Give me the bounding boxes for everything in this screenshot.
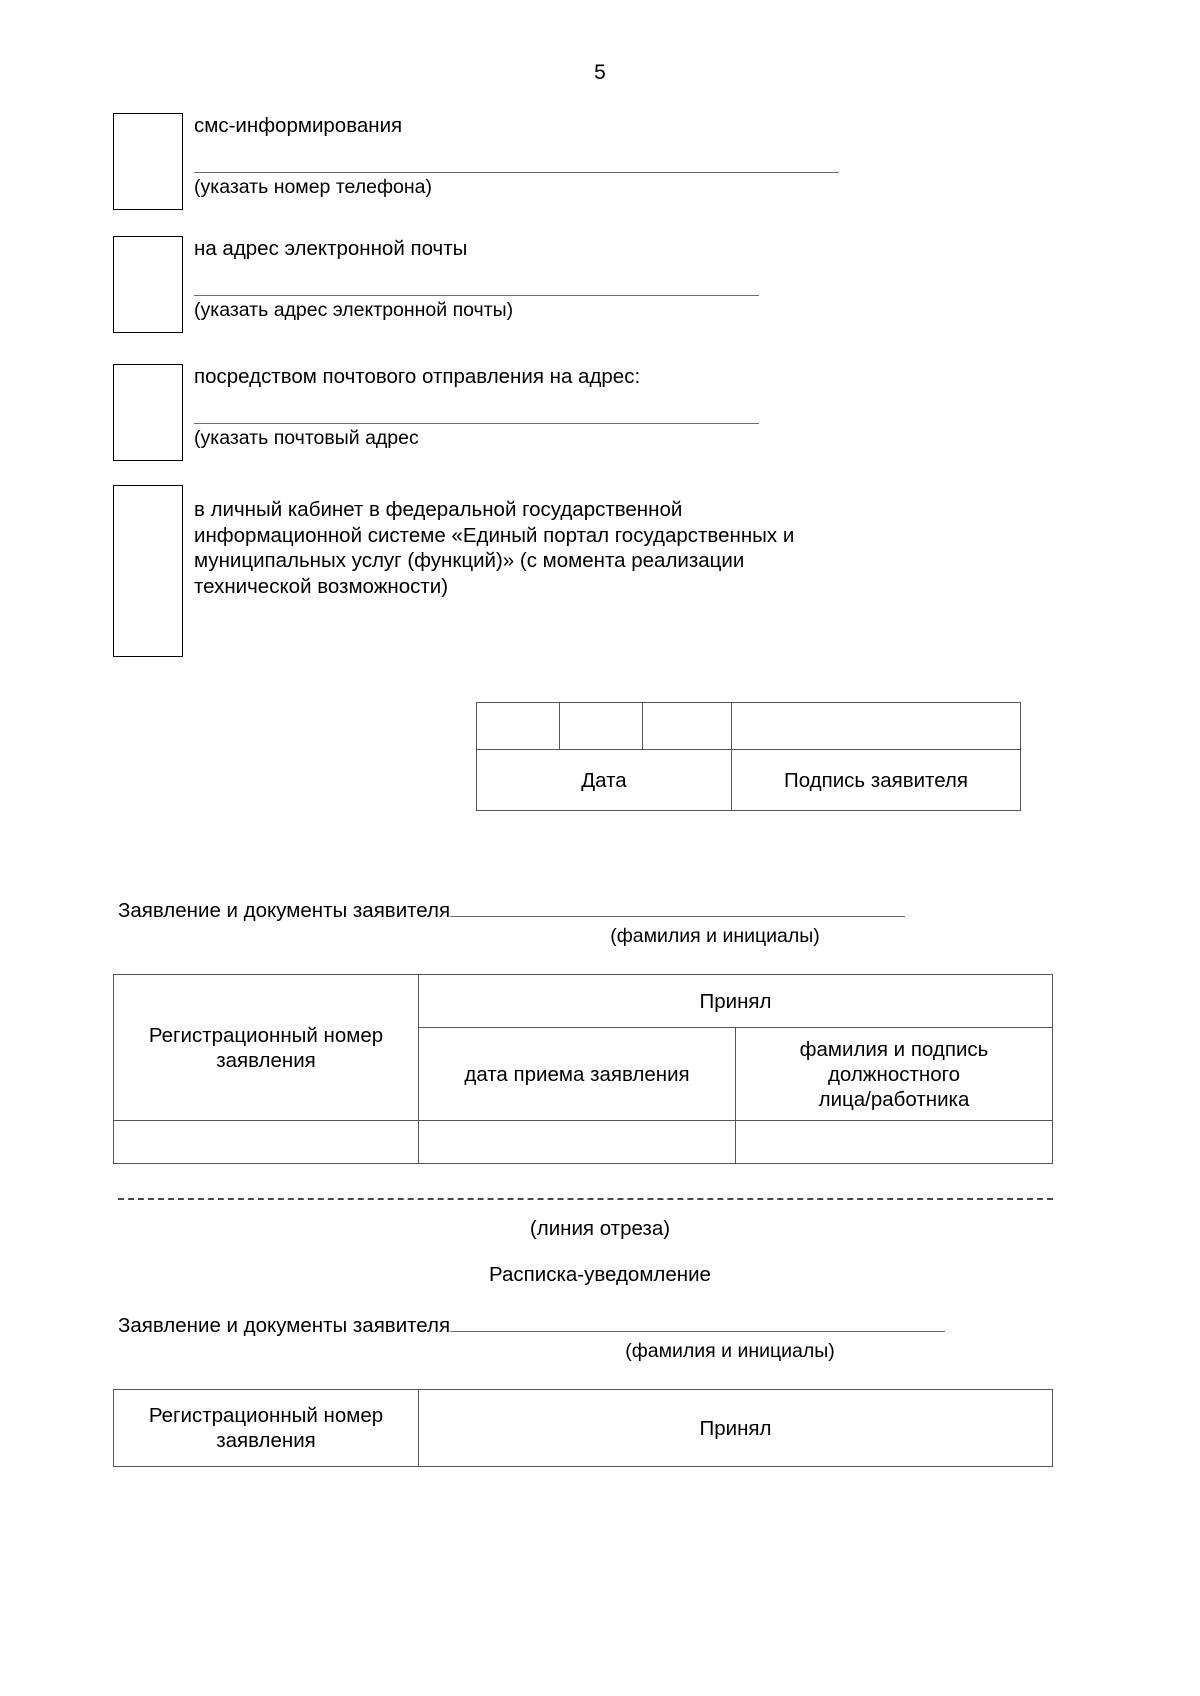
acceptance-2-lead-label: Заявление и документы заявителя (118, 1314, 451, 1337)
accepted-by-header: Принял (418, 974, 1053, 1028)
postal-address-fill-line[interactable] (194, 423, 759, 424)
gosuslugi-line-2: информационной системе «Единый портал го… (194, 523, 795, 547)
date-month-cell[interactable] (559, 702, 643, 750)
official-signature-header: фамилия и подпись должностного лица/рабо… (735, 1027, 1053, 1121)
delivery-option-postal: посредством почтового отправления на адр… (113, 364, 883, 461)
registration-number-header: Регистрационный номер заявления (113, 974, 419, 1121)
page-number: 5 (594, 61, 606, 84)
cut-line (118, 1198, 1053, 1200)
official-signature-header-line3: лица/работника (818, 1087, 970, 1111)
sms-phone-fill-line[interactable] (194, 172, 839, 173)
acceptance-1-lead: Заявление и документы заявителя (118, 898, 906, 923)
receipt-registration-number-line2: заявления (216, 1429, 316, 1452)
acceptance-2-lead: Заявление и документы заявителя (118, 1313, 946, 1338)
acceptance-1-name-fill-line[interactable] (450, 900, 906, 917)
postal-address-caption: (указать почтовый адрес (194, 427, 419, 449)
signature-table-label-row: Дата Подпись заявителя (476, 749, 1021, 811)
gosuslugi-line-1: в личный кабинет в федеральной государст… (194, 498, 683, 521)
delivery-option-email: на адрес электронной почты (указать адре… (113, 236, 883, 333)
acceptance-2-name-fill-line[interactable] (450, 1315, 946, 1332)
checkbox-sms[interactable] (113, 113, 183, 210)
delivery-option-sms-label: смс-информирования (194, 114, 403, 137)
receipt-accepted-by-header: Принял (418, 1389, 1053, 1467)
delivery-option-email-content: на адрес электронной почты (указать адре… (183, 236, 883, 333)
receipt-table-header-row: Регистрационный номер заявления Принял (113, 1389, 1053, 1467)
sms-phone-caption: (указать номер телефона) (194, 176, 432, 198)
official-signature-header-line2: должностного (827, 1062, 961, 1086)
registration-number-header-line2: заявления (216, 1048, 316, 1072)
gosuslugi-line-3: муниципальных услуг (функций)» (с момент… (194, 549, 745, 572)
checkbox-email[interactable] (113, 236, 183, 333)
gosuslugi-line-4: технической возможности) (194, 574, 449, 598)
official-signature-input-cell[interactable] (735, 1120, 1053, 1164)
checkbox-gosuslugi[interactable] (113, 485, 183, 657)
email-fill-line[interactable] (194, 295, 759, 296)
receipt-title: Расписка-уведомление (489, 1263, 711, 1286)
signature-label-cell: Подпись заявителя (731, 749, 1021, 811)
receipt-registration-number-line1: Регистрационный номер (148, 1404, 384, 1427)
delivery-option-gosuslugi-label: в личный кабинет в федеральной государст… (194, 497, 966, 599)
registration-table-input-row (113, 1120, 1053, 1164)
registration-table-primary: Регистрационный номер заявления Принял д… (113, 974, 1053, 1164)
signature-cell[interactable] (731, 702, 1021, 750)
signature-table-input-row (476, 702, 1021, 750)
date-label-cell: Дата (476, 749, 732, 811)
cut-line-caption: (линия отреза) (529, 1217, 671, 1240)
official-signature-header-line1: фамилия и подпись (799, 1037, 989, 1061)
acceptance-2-lead-caption: (фамилия и инициалы) (625, 1340, 835, 1362)
delivery-option-sms: смс-информирования (указать номер телефо… (113, 113, 883, 210)
signature-table: Дата Подпись заявителя (476, 702, 1021, 811)
checkbox-postal[interactable] (113, 364, 183, 461)
receipt-registration-number-header: Регистрационный номер заявления (113, 1389, 419, 1467)
registration-table-receipt: Регистрационный номер заявления Принял (113, 1389, 1053, 1467)
delivery-option-sms-content: смс-информирования (указать номер телефо… (183, 113, 883, 210)
delivery-option-postal-content: посредством почтового отправления на адр… (183, 364, 883, 461)
date-day-cell[interactable] (476, 702, 560, 750)
date-received-input-cell[interactable] (418, 1120, 736, 1164)
registration-table-header-row-2: дата приема заявления фамилия и подпись … (114, 1027, 1053, 1121)
registration-number-input-cell[interactable] (113, 1120, 419, 1164)
date-received-header: дата приема заявления (418, 1027, 736, 1121)
delivery-option-email-label: на адрес электронной почты (194, 237, 468, 260)
delivery-option-gosuslugi-content: в личный кабинет в федеральной государст… (183, 485, 983, 657)
registration-table-header-row-1: Регистрационный номер заявления Принял (113, 974, 1053, 1121)
registration-number-header-line1: Регистрационный номер (148, 1023, 384, 1047)
date-year-cell[interactable] (642, 702, 732, 750)
delivery-option-postal-label: посредством почтового отправления на адр… (194, 365, 641, 388)
delivery-option-gosuslugi: в личный кабинет в федеральной государст… (113, 485, 983, 657)
email-caption: (указать адрес электронной почты) (194, 299, 514, 321)
acceptance-1-lead-caption: (фамилия и инициалы) (610, 925, 820, 947)
acceptance-1-lead-label: Заявление и документы заявителя (118, 899, 451, 922)
